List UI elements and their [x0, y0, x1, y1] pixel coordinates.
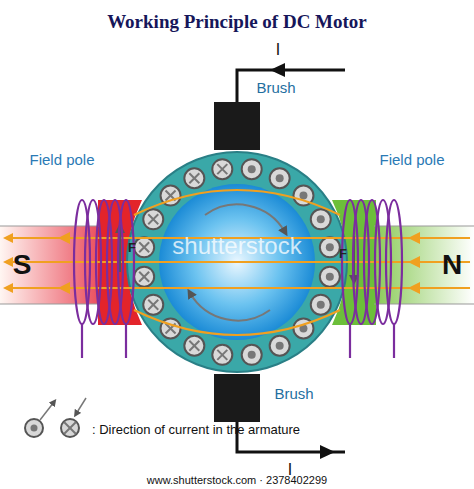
watermark: shutterstock	[172, 233, 301, 259]
brush-label-node: Brush	[253, 78, 298, 99]
rotation-arrow	[190, 293, 270, 321]
brush-label-node: Brush	[271, 384, 316, 405]
field-pole-label: Field pole	[29, 152, 94, 169]
title: Working Principle of DC Motor	[107, 12, 367, 33]
pole-letter-node: S	[10, 248, 35, 283]
brush-label: Brush	[256, 80, 295, 97]
legend-text: : Direction of current in the armature	[92, 423, 300, 437]
field-lines	[8, 190, 470, 335]
brush-block	[214, 102, 260, 150]
field-pole-label: Field pole	[379, 152, 444, 169]
brush-label: Brush	[274, 386, 313, 403]
pole-letter-node: N	[439, 248, 465, 283]
brush-wire	[237, 70, 345, 102]
force-label: F	[339, 247, 347, 261]
force-label: F	[128, 241, 136, 255]
rotation-arrow	[205, 204, 285, 232]
current-arrow	[320, 445, 335, 459]
current-arrow	[270, 63, 285, 77]
pole-letter: S	[13, 250, 32, 281]
watermark-url: www.shutterstock.com · 2378402299	[147, 474, 327, 486]
pole-letter: N	[442, 250, 462, 281]
legend-symbols	[25, 398, 86, 437]
brush-block	[214, 374, 260, 422]
current-label: I	[276, 41, 280, 59]
field-coils	[74, 200, 402, 358]
